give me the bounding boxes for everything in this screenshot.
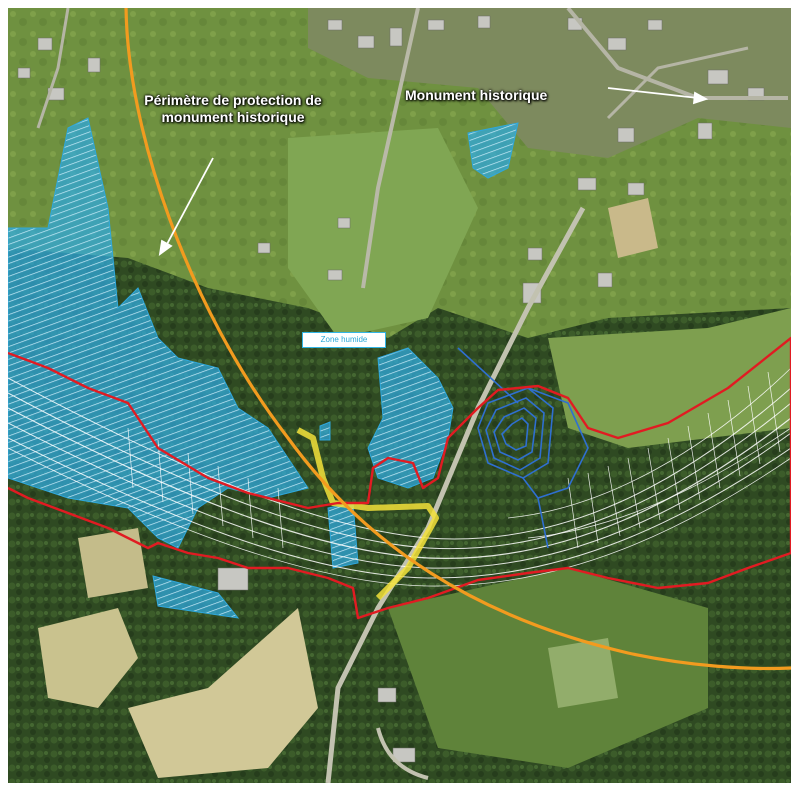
wetland-center xyxy=(367,347,454,489)
protection-perimeter-circle xyxy=(124,8,791,671)
road-village xyxy=(566,8,788,100)
perimeter-label: Périmètre de protection de monument hist… xyxy=(144,92,322,125)
meadow-center xyxy=(288,128,478,338)
village-area xyxy=(308,8,791,158)
road-main xyxy=(361,8,420,289)
wetland-zone-label: Zone humide xyxy=(302,332,386,348)
aerial-map[interactable]: Périmètre de protection de monument hist… xyxy=(8,8,791,783)
meadow-south xyxy=(388,568,708,768)
arrow-monument xyxy=(607,87,699,99)
wetland-north xyxy=(467,122,519,179)
track-earthworks xyxy=(8,367,791,587)
arrow-perimeter xyxy=(165,157,214,247)
embankment-ticks xyxy=(127,371,781,549)
highlighted-road xyxy=(296,427,439,601)
bare-field-s xyxy=(128,608,318,778)
wetland-south xyxy=(152,575,240,619)
project-outline xyxy=(8,336,791,620)
map-canvas xyxy=(8,8,791,783)
basin-outlines xyxy=(457,347,589,549)
bare-field-se xyxy=(548,638,618,708)
monument-label: Monument historique xyxy=(405,87,548,103)
bare-field-sw xyxy=(38,608,138,708)
wetland-zones xyxy=(8,117,519,619)
road-west xyxy=(36,8,70,129)
buildings xyxy=(17,15,765,763)
road-south xyxy=(376,727,429,780)
wetland-small xyxy=(319,421,331,441)
road-village2 xyxy=(606,46,749,120)
bare-field-sw2 xyxy=(78,528,148,598)
annotation-arrows xyxy=(158,87,709,256)
wetland-west xyxy=(8,117,309,549)
bare-field-ne xyxy=(608,198,658,258)
